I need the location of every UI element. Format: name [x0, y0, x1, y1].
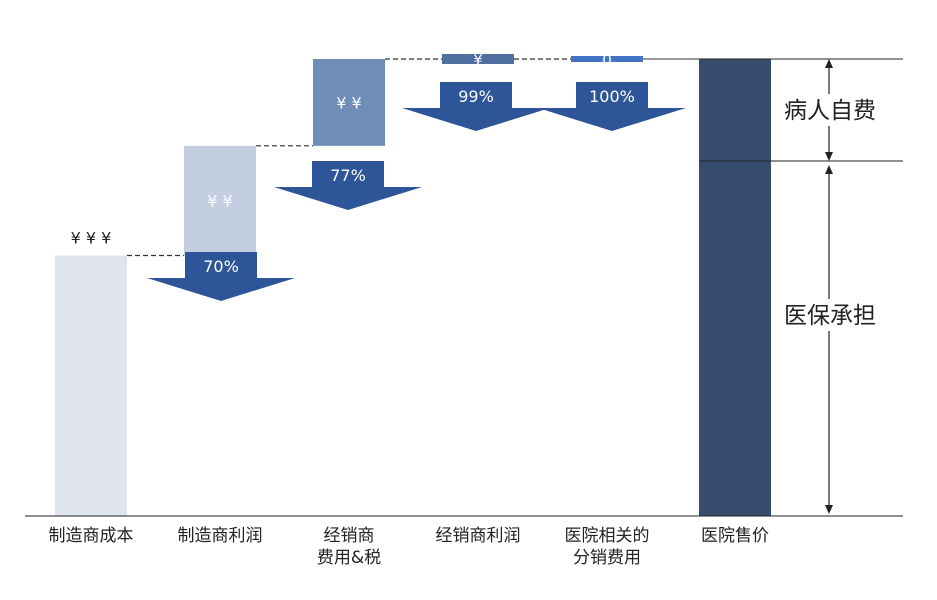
percent-arrow-1 — [147, 252, 295, 301]
percent-arrow-2 — [274, 161, 422, 210]
bar-label-4: ¥ — [473, 51, 483, 69]
percent-label-3: 99% — [458, 87, 494, 106]
category-label-3-line-1: 经销商 — [324, 526, 375, 546]
bar-label-2: ¥ ¥ — [207, 192, 232, 211]
category-label-4: 经销商利润 — [436, 526, 521, 546]
bar-label-1: ¥ ¥ ¥ — [71, 229, 112, 248]
category-label-1: 制造商成本 — [49, 526, 134, 546]
percent-arrow-3 — [402, 82, 550, 131]
category-label-5-line-1: 医院相关的 — [565, 526, 650, 546]
percent-arrow-4 — [538, 82, 686, 131]
category-label-5-line-2: 分销费用 — [573, 548, 641, 568]
bar-6 — [699, 59, 771, 516]
split-label-bg-1 — [776, 94, 884, 126]
bar-5 — [571, 56, 643, 62]
bar-label-5: 0 — [602, 51, 612, 69]
percent-label-2: 77% — [330, 166, 366, 185]
split-label-2: 医保承担 — [784, 303, 876, 329]
bar-1 — [55, 255, 127, 516]
bar-2 — [184, 145, 256, 256]
bar-4-band — [442, 57, 514, 61]
split-arrow-top-head-down — [825, 152, 833, 161]
percent-arrows: 70% 77% 99% 100% — [147, 82, 686, 301]
bar-3 — [313, 59, 385, 146]
split-arrow-bottom-head-up — [825, 165, 833, 174]
category-label-2: 制造商利润 — [178, 526, 263, 546]
connector-lines — [127, 58, 699, 257]
split-arrow-bottom-head-down — [825, 505, 833, 514]
split-label-1: 病人自费 — [784, 98, 876, 124]
bar-label-3: ¥ ¥ — [336, 93, 361, 112]
split-arrow-top-head-up — [825, 59, 833, 68]
percent-label-1: 70% — [203, 257, 239, 276]
split-label-bg-2 — [776, 299, 884, 331]
category-label-6: 医院售价 — [701, 526, 769, 546]
bars: ¥ ¥ ¥ ¥ ¥ ¥ ¥ ¥0 — [55, 51, 771, 516]
percent-label-4: 100% — [589, 87, 635, 106]
category-label-3-line-2: 费用&税 — [317, 548, 381, 568]
